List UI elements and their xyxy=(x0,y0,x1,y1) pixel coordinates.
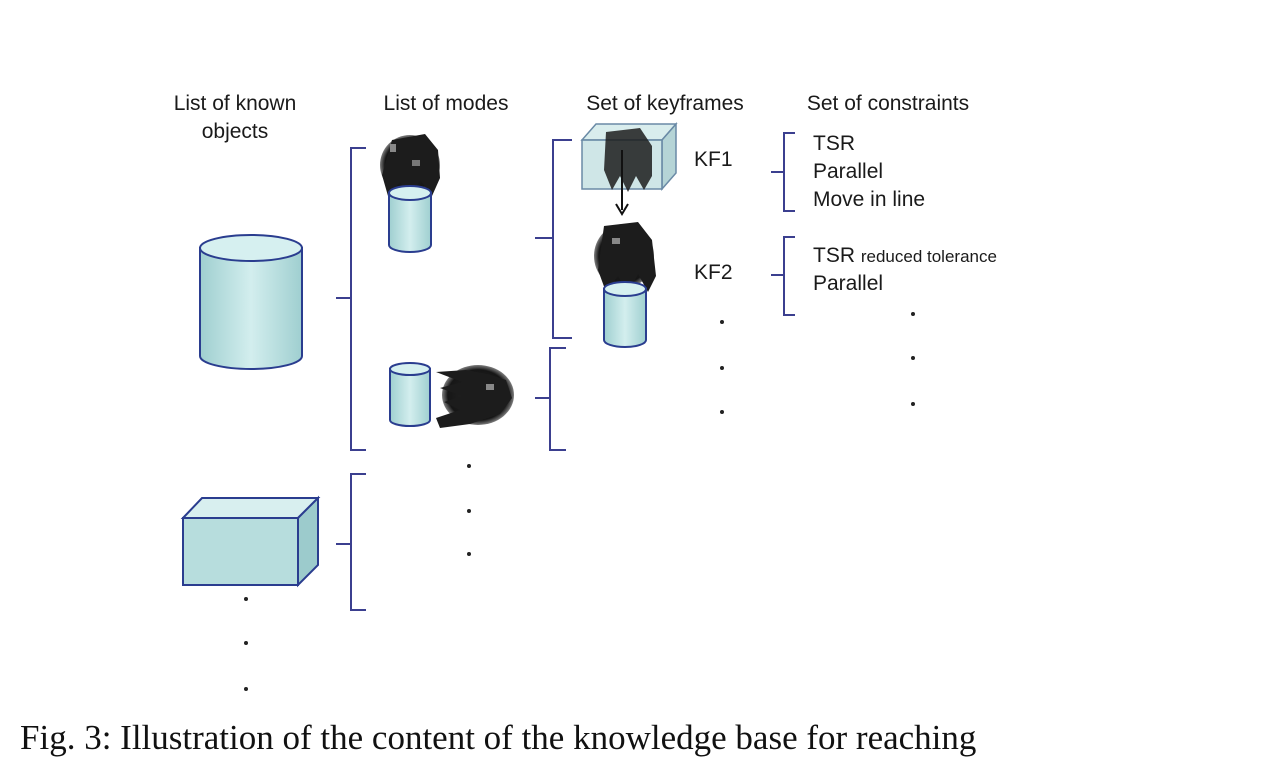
constraint-kf1-move-in-line: Move in line xyxy=(813,188,926,211)
constraint-kf1-tsr: TSR xyxy=(813,132,855,155)
ellipsis-dot xyxy=(720,410,724,414)
ellipsis-dot xyxy=(911,402,915,406)
bracket-mode2-keyframes xyxy=(535,347,566,451)
constraint-kf2-tsr: TSR reduced tolerance xyxy=(813,242,997,271)
figure-caption: Fig. 3: Illustration of the content of t… xyxy=(20,718,977,757)
header-constraints: Set of constraints xyxy=(806,92,970,115)
ellipsis-dot xyxy=(720,320,724,324)
ellipsis-dot xyxy=(911,312,915,316)
header-keyframes: Set of keyframes xyxy=(586,92,744,115)
ellipsis-dot xyxy=(467,552,471,556)
bracket-kf2-constraints xyxy=(771,236,795,316)
box-object xyxy=(180,495,321,588)
ellipsis-dot xyxy=(244,641,248,645)
bracket-box-modes xyxy=(336,473,366,611)
cylinder-object-large xyxy=(199,234,303,370)
bracket-kf1-constraints xyxy=(771,132,795,212)
ellipsis-dot xyxy=(720,366,724,370)
keyframe-2-label: KF2 xyxy=(694,261,733,284)
constraint-kf2-tsr-note: reduced tolerance xyxy=(860,247,997,266)
header-known-objects: List of known objects xyxy=(173,92,297,143)
constraint-kf2-tsr-text: TSR xyxy=(813,244,855,267)
ellipsis-dot xyxy=(467,509,471,513)
ellipsis-dot xyxy=(911,356,915,360)
constraint-kf1-parallel: Parallel xyxy=(813,160,884,183)
header-modes: List of modes xyxy=(383,92,509,115)
keyframe-2-illustration xyxy=(594,222,656,348)
mode-side-grasp-illustration xyxy=(389,362,514,428)
ellipsis-dot xyxy=(244,597,248,601)
keyframe-1-illustration xyxy=(580,122,678,216)
ellipsis-dot xyxy=(467,464,471,468)
bracket-cylinder-modes xyxy=(336,147,366,451)
mode-top-grasp-illustration xyxy=(380,134,440,253)
keyframe-1-label: KF1 xyxy=(694,148,733,171)
ellipsis-dot xyxy=(244,687,248,691)
bracket-mode1-keyframes xyxy=(535,139,572,339)
constraint-kf2-parallel: Parallel xyxy=(813,272,884,295)
